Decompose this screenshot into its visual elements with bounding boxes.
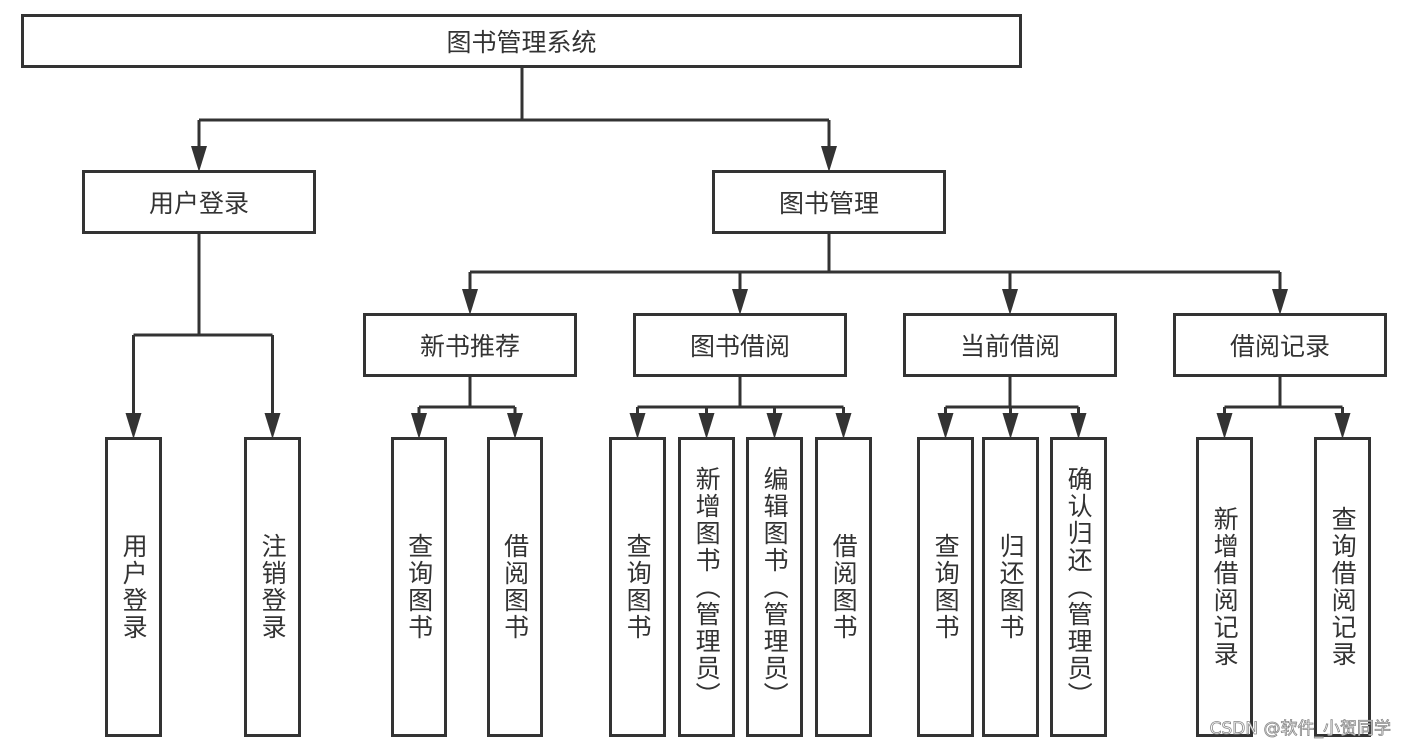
leaf-node: 注销登录	[244, 437, 301, 737]
node-label: 借阅记录	[1229, 332, 1330, 361]
arrow-head	[732, 289, 748, 315]
leaf-node: 新增图书（管理员）	[678, 437, 735, 737]
root-node: 图书管理系统	[21, 14, 1022, 68]
arrow-head	[1002, 289, 1018, 315]
arrow-head	[411, 413, 427, 439]
arrow-head	[698, 413, 715, 439]
leaf-node: 确认归还（管理员）	[1050, 437, 1107, 737]
node-label: 查询图书	[931, 533, 961, 641]
node-label: 归还图书	[996, 533, 1026, 641]
node-label: 新增借阅记录	[1210, 506, 1240, 668]
node-label: 新书推荐	[419, 332, 520, 361]
arrow-head	[1272, 289, 1288, 315]
leaf-node: 查询图书	[609, 437, 666, 737]
node-label: 查询图书	[623, 533, 653, 641]
level2-node: 借阅记录	[1173, 313, 1387, 377]
node-label: 借阅图书	[500, 533, 530, 641]
arrow-head	[821, 146, 837, 172]
arrow-head	[462, 289, 478, 315]
arrow-head	[264, 413, 281, 439]
node-label: 查询借阅记录	[1328, 506, 1358, 668]
level1-node: 用户登录	[82, 170, 316, 234]
node-label: 图书借阅	[689, 332, 790, 361]
node-label: 用户登录	[119, 533, 149, 641]
arrow-head	[937, 413, 954, 439]
node-label: 图书管理系统	[446, 28, 597, 57]
leaf-node: 编辑图书（管理员）	[746, 437, 803, 737]
node-label: 编辑图书（管理员）	[760, 465, 790, 709]
level1-node: 图书管理	[712, 170, 946, 234]
level2-node: 新书推荐	[363, 313, 577, 377]
arrow-head	[766, 413, 783, 439]
node-label: 注销登录	[258, 533, 288, 641]
leaf-node: 查询图书	[917, 437, 974, 737]
leaf-node: 查询借阅记录	[1314, 437, 1371, 737]
arrow-head	[125, 413, 142, 439]
arrow-head	[191, 146, 207, 172]
node-label: 当前借阅	[959, 332, 1060, 361]
leaf-node: 借阅图书	[815, 437, 872, 737]
arrow-head	[507, 413, 523, 439]
node-label: 查询图书	[404, 533, 434, 641]
arrow-head	[1070, 413, 1087, 439]
leaf-node: 借阅图书	[487, 437, 543, 737]
arrow-head	[1216, 413, 1233, 439]
leaf-node: 新增借阅记录	[1196, 437, 1253, 737]
arrow-head	[1002, 413, 1019, 439]
node-label: 用户登录	[148, 189, 249, 218]
node-label: 图书管理	[778, 189, 879, 218]
arrow-head	[835, 413, 852, 439]
node-label: 新增图书（管理员）	[692, 465, 722, 709]
level2-node: 当前借阅	[903, 313, 1117, 377]
level2-node: 图书借阅	[633, 313, 847, 377]
leaf-node: 查询图书	[391, 437, 447, 737]
leaf-node: 用户登录	[105, 437, 162, 737]
watermark: CSDN @软件_小贺同学	[1209, 719, 1391, 740]
node-label: 确认归还（管理员）	[1064, 465, 1094, 709]
arrow-head	[629, 413, 646, 439]
arrow-head	[1334, 413, 1351, 439]
node-label: 借阅图书	[829, 533, 859, 641]
leaf-node: 归还图书	[982, 437, 1039, 737]
